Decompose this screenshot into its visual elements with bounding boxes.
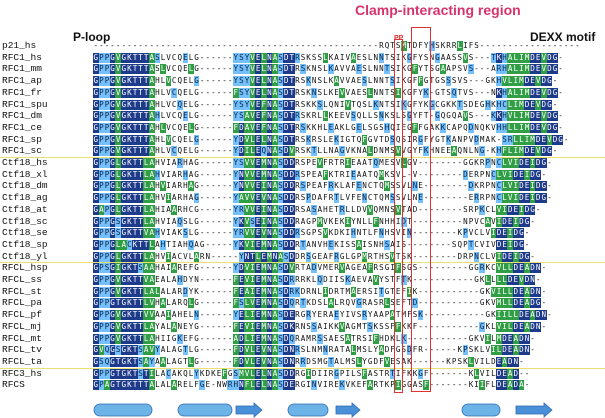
sequence-name: RFC1_fr [2, 86, 42, 98]
sequence-name: RFC1_mm [2, 63, 42, 75]
sequence-name: RFCL_tv [2, 344, 42, 356]
clamp-highlight-box [411, 27, 431, 392]
sequence-name: RFC1_sc [2, 145, 42, 157]
strand-arrow [515, 402, 553, 418]
sequence-name: Ctf18_se [2, 227, 48, 239]
pp-highlight-box [394, 39, 403, 393]
sequence-name: RFCL_ss [2, 274, 42, 285]
pp-label: PP [394, 35, 404, 42]
sequence-name: RFC1_spu [2, 98, 48, 110]
sequence-name: RFC1_ap [2, 75, 42, 87]
sequence-name: Ctf18_xl [2, 168, 48, 180]
sequence-name: RFCL_mt [2, 332, 42, 344]
sequence-name: Ctf18_at [2, 203, 48, 215]
helix-cylinder [461, 403, 501, 417]
sequence-name: Ctf18_sc [2, 215, 48, 227]
sequence-name: RFC1_sp [2, 133, 42, 145]
sequence-name: RFC1_ce [2, 121, 42, 133]
dexx-motif-label: DEXX motif [530, 30, 596, 44]
alignment-row: p21_hs----------------------------------… [2, 40, 580, 51]
clamp-region-title: Clamp-interacting region [355, 2, 521, 18]
sequence-name: RFC1_hs [2, 51, 42, 63]
helix-cylinder [287, 403, 329, 417]
helix-cylinder [177, 403, 233, 417]
sequence-name: RFCL_ta [2, 355, 42, 367]
sequence-name: Ctf18_ag [2, 192, 48, 204]
sequence-name: RFC1_dm [2, 110, 42, 122]
strand-arrow [235, 402, 263, 418]
p-loop-label: P-loop [73, 30, 111, 44]
strand-arrow [335, 402, 361, 418]
sequence-name: RFCL_hsp [2, 262, 48, 274]
group-divider [0, 157, 605, 158]
sequence-name: Ctf18_yl [2, 250, 48, 262]
group-divider [0, 262, 605, 264]
helix-cylinder [93, 403, 153, 417]
sequence-name: RFCL_mj [2, 320, 42, 332]
sequence-name: p21_hs [2, 40, 37, 51]
sequence-name: RFCL_st [2, 285, 42, 297]
sequence-name: RFC3_hs [2, 367, 42, 379]
sequence-name: Ctf18_dm [2, 180, 48, 192]
sequence-name: RFCS [2, 379, 25, 391]
sequence-name: RFCL_pa [2, 297, 42, 309]
sequence-name: Ctf18_sp [2, 238, 48, 250]
sequence-name: Ctf18_hs [2, 157, 48, 168]
sequence-name: RFCL_pf [2, 309, 42, 321]
group-divider [0, 367, 605, 369]
